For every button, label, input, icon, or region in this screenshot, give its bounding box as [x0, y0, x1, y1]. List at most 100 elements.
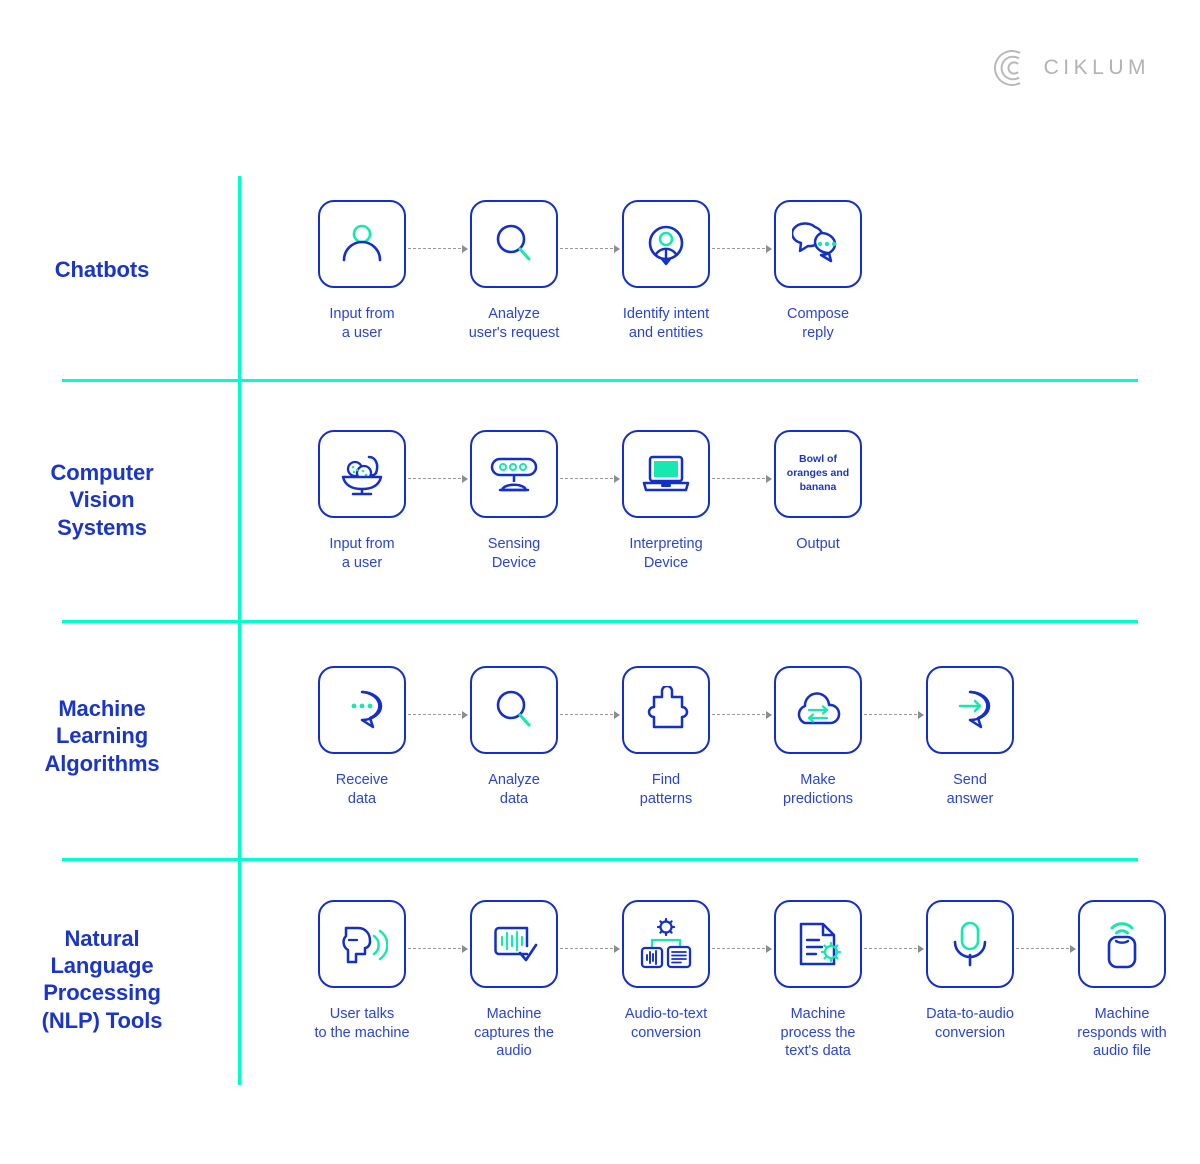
connector-arrow — [560, 710, 620, 719]
connector-arrow — [560, 944, 620, 953]
step-label: Sensing Device — [487, 536, 541, 571]
step-label: Input from a user — [329, 306, 395, 341]
connector-arrow — [712, 710, 772, 719]
icon-box — [774, 200, 862, 288]
laptop-icon — [642, 455, 690, 492]
step-interpreting-device[interactable]: Interpreting Device — [590, 430, 772, 572]
step-send-answer[interactable]: Send answer — [894, 666, 1046, 808]
icon-box — [622, 900, 710, 988]
user-head-icon — [342, 224, 382, 262]
row-nlp: Natural Language Processing (NLP) Tools … — [0, 898, 1200, 1061]
icon-box — [774, 666, 862, 754]
row-divider-2 — [62, 620, 1138, 623]
step-label: Output — [796, 536, 840, 552]
row-computer-vision: Computer Vision Systems — [0, 428, 1200, 572]
icon-box — [774, 900, 862, 988]
magnifier-icon — [496, 224, 531, 261]
step-cv-input-from-a-user[interactable]: Input from a user — [286, 430, 468, 572]
step-label: Machine process the text's data — [780, 1006, 856, 1060]
icon-box — [622, 200, 710, 288]
step-receive-data[interactable]: Receive data — [286, 666, 468, 808]
connector-arrow — [408, 944, 468, 953]
steps-machine-learning: Receive data Analyze data — [238, 664, 1046, 808]
step-data-to-audio-conversion[interactable]: Data-to-audio conversion — [894, 900, 1076, 1061]
step-label: Machine captures the audio — [474, 1006, 554, 1060]
step-analyze-data[interactable]: Analyze data — [438, 666, 620, 808]
icon-box — [926, 666, 1014, 754]
cloud-exchange-icon — [797, 692, 841, 725]
connector-arrow — [712, 944, 772, 953]
icon-box — [1078, 900, 1166, 988]
row-divider-3 — [62, 858, 1138, 861]
fruit-bowl-icon — [341, 455, 383, 496]
step-input-from-a-user[interactable]: Input from a user — [286, 200, 468, 342]
row-title-computer-vision: Computer Vision Systems — [50, 460, 154, 540]
icon-box — [470, 430, 558, 518]
row-machine-learning: Machine Learning Algorithms Receive data — [0, 664, 1200, 808]
waveform-check-icon — [494, 926, 538, 962]
icon-box — [470, 200, 558, 288]
connector-arrow — [864, 710, 924, 719]
vertical-divider — [238, 176, 241, 1085]
step-machine-responds-with-audio-file[interactable]: Machine responds with audio file — [1046, 900, 1198, 1061]
identify-intent-icon — [648, 225, 684, 266]
step-label: User talks to the machine — [314, 1006, 410, 1041]
icon-box — [926, 900, 1014, 988]
brand-name: CIKLUM — [1043, 56, 1150, 79]
row-divider-1 — [62, 379, 1138, 382]
speech-bubble-arrow-icon — [958, 690, 991, 729]
step-label: Identify intent and entities — [622, 306, 710, 341]
steps-computer-vision: Input from a user Sensing Device — [238, 428, 894, 572]
step-sensing-device[interactable]: Sensing Device — [438, 430, 620, 572]
icon-box — [318, 430, 406, 518]
brand-logo: CIKLUM — [990, 48, 1150, 88]
step-compose-reply[interactable]: Compose reply — [742, 200, 894, 342]
steps-nlp: User talks to the machine Machine cap — [238, 898, 1198, 1061]
icon-box — [622, 666, 710, 754]
step-label: Analyze data — [488, 772, 540, 807]
speech-bubble-dots-icon — [351, 690, 383, 729]
puzzle-piece-icon — [647, 686, 689, 729]
step-label: Interpreting Device — [629, 536, 703, 571]
step-label: Send answer — [946, 772, 994, 807]
step-output[interactable]: Bowl of oranges and banana Output — [742, 430, 894, 572]
step-machine-process-the-texts-data[interactable]: Machine process the text's data — [742, 900, 924, 1061]
step-analyze-users-request[interactable]: Analyze user's request — [438, 200, 620, 342]
icon-box — [622, 430, 710, 518]
step-label: Receive data — [335, 772, 389, 807]
connector-arrow — [408, 474, 468, 483]
connector-arrow — [408, 710, 468, 719]
step-label: Data-to-audio conversion — [926, 1006, 1014, 1041]
connector-arrow — [560, 474, 620, 483]
step-find-patterns[interactable]: Find patterns — [590, 666, 772, 808]
step-label: Audio-to-text conversion — [624, 1006, 708, 1041]
step-identify-intent-and-entities[interactable]: Identify intent and entities — [590, 200, 772, 342]
step-label: Analyze user's request — [468, 306, 560, 341]
sensor-bar-icon — [490, 457, 538, 492]
step-label: Input from a user — [329, 536, 395, 571]
icon-box — [318, 200, 406, 288]
chat-bubbles-icon — [792, 222, 837, 263]
connector-arrow — [864, 944, 924, 953]
talking-head-icon — [342, 926, 388, 964]
row-title-nlp: Natural Language Processing (NLP) Tools — [41, 925, 163, 1033]
step-user-talks-to-the-machine[interactable]: User talks to the machine — [286, 900, 468, 1061]
icon-box — [470, 900, 558, 988]
step-label: Make predictions — [782, 772, 854, 807]
ciklum-concentric-arcs-logo-icon — [993, 50, 1021, 86]
magnifier-icon — [496, 690, 531, 727]
step-machine-captures-the-audio[interactable]: Machine captures the audio — [438, 900, 620, 1061]
microphone-icon — [953, 921, 987, 967]
step-make-predictions[interactable]: Make predictions — [742, 666, 924, 808]
step-label: Compose reply — [786, 306, 850, 341]
step-label: Find patterns — [639, 772, 693, 807]
step-audio-to-text-conversion[interactable]: Audio-to-text conversion — [590, 900, 772, 1061]
icon-box — [470, 666, 558, 754]
step-label: Machine responds with audio file — [1077, 1006, 1167, 1060]
connector-arrow — [1016, 944, 1076, 953]
icon-box — [318, 900, 406, 988]
smart-speaker-icon — [1107, 922, 1137, 969]
row-title-machine-learning: Machine Learning Algorithms — [44, 696, 160, 776]
steps-chatbots: Input from a user Analyze user's request — [238, 198, 894, 342]
